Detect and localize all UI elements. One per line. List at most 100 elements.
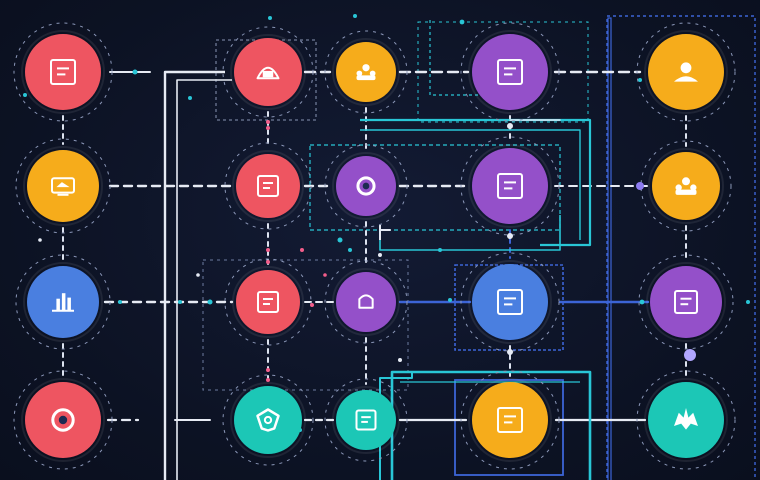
node-ring-outline (640, 140, 732, 232)
icon-head (675, 184, 682, 191)
node-glow (332, 38, 400, 106)
node-glow (646, 262, 726, 342)
team-icon (356, 64, 376, 81)
node-ring-outline (222, 26, 314, 118)
node-n-r3-c2 (332, 386, 400, 454)
icon-core (263, 415, 273, 425)
node-circle (234, 386, 302, 454)
node-circle (236, 270, 300, 334)
icon-head (682, 177, 690, 186)
junction-dot (188, 96, 192, 100)
junction-dot (348, 248, 352, 252)
node-n-r0-c3 (468, 30, 552, 114)
node-glow (648, 148, 724, 224)
node-n-r2-c4 (646, 262, 726, 342)
node-n-r0-c1 (230, 34, 306, 110)
junction-dot (639, 299, 645, 305)
node-n-r1-c2 (332, 152, 400, 220)
junction-dot (507, 233, 513, 239)
junction-dot (507, 349, 513, 355)
junction-dot (638, 78, 642, 82)
target-icon (356, 176, 376, 196)
icon-core (362, 182, 370, 190)
grid-icon (355, 409, 377, 431)
node-circle (472, 34, 548, 110)
junction-dot (266, 126, 270, 130)
frame-box-bottom (454, 379, 564, 476)
node-ring-outline (15, 138, 111, 234)
node-glow (23, 262, 103, 342)
junction-dot (353, 14, 357, 18)
junction-dot (23, 93, 27, 97)
trace-cyan-3 (379, 215, 561, 251)
node-ring-outline (324, 260, 408, 344)
frame-box-mid-left (202, 259, 409, 391)
node-ring-outline (460, 136, 560, 236)
node-circle (336, 42, 396, 102)
icon-body (675, 189, 697, 195)
node-ring-outline (224, 142, 312, 230)
icon-fill (56, 182, 70, 188)
node-ring-outline (13, 370, 113, 470)
image-icon (497, 173, 523, 199)
junction-dot (378, 253, 382, 257)
junction-dot (398, 358, 402, 362)
icon-bar (61, 293, 66, 311)
node-circle (336, 272, 396, 332)
node-ring-outline (15, 254, 111, 350)
node-glow (332, 152, 400, 220)
node-circle (472, 382, 548, 458)
icon-head (680, 62, 692, 74)
icon-head (362, 64, 370, 72)
node-n-r0-c2 (332, 38, 400, 106)
node-glow (332, 268, 400, 336)
icon-body (356, 75, 376, 81)
node-ring-outline (636, 22, 736, 122)
node-ring-outline (224, 258, 312, 346)
clipboard-icon (257, 175, 279, 197)
shield-icon (256, 408, 280, 432)
hand-icon (358, 294, 374, 309)
node-glow (21, 30, 105, 114)
node-n-r1-c0 (23, 146, 103, 226)
node-glow (644, 30, 728, 114)
node-circle (472, 148, 548, 224)
icon-outline (50, 59, 76, 85)
junction-dot (448, 298, 452, 302)
junction-dot (266, 248, 270, 252)
trace-cyan-7 (429, 20, 500, 96)
node-n-r3-c0 (21, 378, 105, 462)
node-n-r2-c1 (232, 266, 304, 338)
junction-dot (300, 248, 304, 252)
icon-outline (497, 173, 523, 199)
icon-outline (497, 407, 523, 433)
document-icon (50, 59, 76, 85)
icon-outline (256, 66, 280, 80)
desk-icon (256, 66, 280, 80)
node-ring-outline (324, 144, 408, 228)
app-icon (257, 291, 279, 313)
icon-fill (674, 408, 698, 430)
junction-dot (268, 16, 272, 20)
node-glow (23, 146, 103, 226)
junction-dot (684, 349, 696, 361)
icon-outline (257, 175, 279, 197)
user-icon (674, 62, 698, 82)
node-n-r2-c3 (468, 260, 552, 344)
node-glow (468, 260, 552, 344)
node-glow (230, 34, 306, 110)
junction-dot (266, 260, 270, 264)
junction-dot (266, 368, 270, 372)
node-glow (644, 378, 728, 462)
icon-outline (355, 409, 377, 431)
junction-dot (507, 123, 513, 129)
junction-dot (38, 238, 42, 242)
node-n-r0-c0 (21, 30, 105, 114)
icon-outline (256, 408, 280, 432)
icon-ring (51, 408, 75, 432)
junction-dot (323, 273, 327, 277)
node-circle (236, 154, 300, 218)
icon-bar (67, 297, 71, 311)
